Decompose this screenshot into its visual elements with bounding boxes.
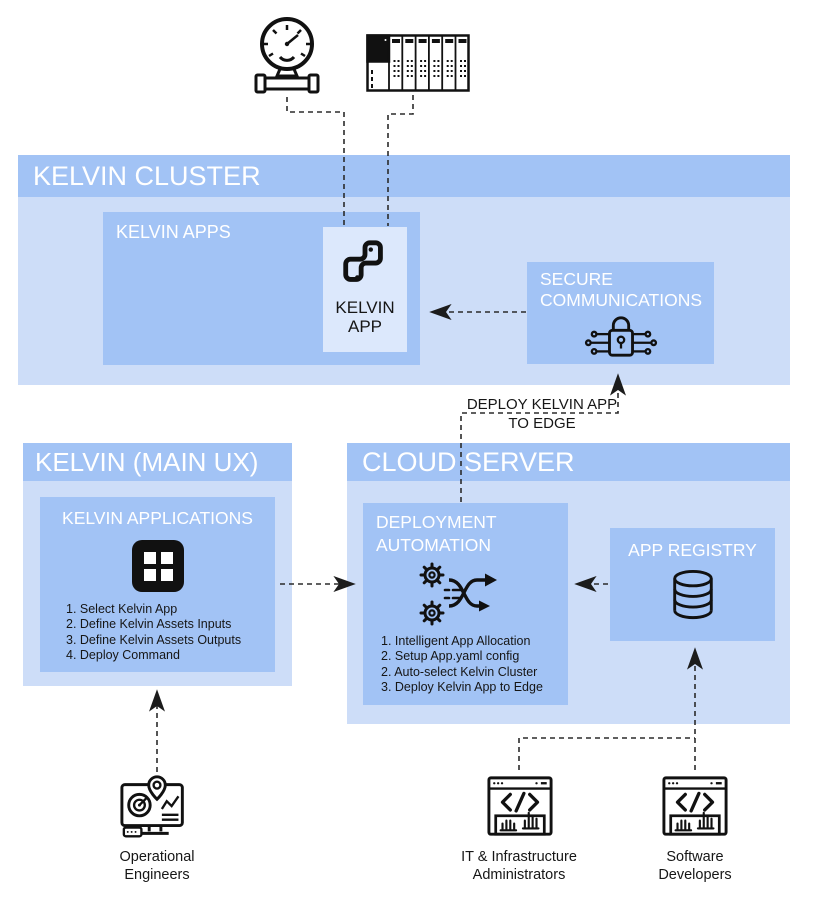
monitoring-dashboard-icon [120, 775, 184, 838]
connector-it-admins-to-app-registry [518, 737, 695, 770]
it-admins-label-line2: Administrators [472, 866, 566, 883]
app-registry-title: APP REGISTRY [628, 540, 757, 560]
cloud-server-header: CLOUD SERVER [347, 443, 790, 481]
deployment-automation-step: 2. Setup App.yaml config [381, 649, 520, 664]
secure-communications-box: SECURE COMMUNICATIONS [527, 262, 714, 364]
kelvin-cluster-title: KELVIN CLUSTER [33, 160, 261, 191]
deployment-automation-title-line2: AUTOMATION [376, 535, 492, 555]
apps-grid-icon [131, 540, 184, 592]
operational-engineers-label-line2: Engineers [124, 866, 190, 883]
kelvin-applications-step: 3. Define Kelvin Assets Outputs [66, 632, 242, 647]
kelvin-applications-title: KELVIN APPLICATIONS [62, 508, 253, 528]
kelvin-app-label-line2: APP [347, 317, 383, 336]
kelvin-applications-step: 2. Define Kelvin Assets Inputs [66, 617, 232, 632]
software-developers-label-line1: Software [666, 849, 724, 865]
secure-communications-title-line1: SECURE [540, 269, 613, 289]
deploy-to-edge-label-line2: TO EDGE [508, 415, 576, 432]
plc-controller-icon [366, 34, 470, 92]
deploy-to-edge-label-line1: DEPLOY KELVIN APP [466, 396, 618, 413]
kelvin-main-ux-header: KELVIN (MAIN UX) [23, 443, 292, 481]
code-window-hands-icon [487, 776, 553, 836]
deployment-automation-title-line1: DEPLOYMENT [376, 512, 497, 532]
kelvin-main-ux-title: KELVIN (MAIN UX) [35, 446, 259, 477]
python-app-icon [343, 240, 383, 282]
kelvin-cluster-header: KELVIN CLUSTER [18, 155, 790, 197]
kelvin-applications-box: KELVIN APPLICATIONS 1. Select Kelvin App… [40, 497, 275, 672]
deployment-automation-step: 2. Auto-select Kelvin Cluster [381, 664, 538, 679]
deployment-automation-box: DEPLOYMENT AUTOMATION [363, 503, 568, 705]
deployment-automation-step: 1. Intelligent App Allocation [381, 634, 531, 648]
database-icon [672, 569, 713, 620]
cloud-server-title: CLOUD SERVER [362, 446, 575, 477]
operational-engineers-label-line1: Operational [119, 849, 195, 865]
it-admins-label-line1: IT & Infrastructure [461, 849, 577, 865]
kelvin-applications-step: 4. Deploy Command [66, 648, 180, 663]
kelvin-main-ux-box: KELVIN (MAIN UX) KELVIN APPLICATIONS 1. … [23, 443, 292, 686]
pressure-gauge-valve-icon [254, 17, 320, 94]
kelvin-app-box: KELVIN APP [323, 227, 407, 352]
code-window-hands-icon [662, 776, 728, 836]
secure-lock-icon [584, 316, 657, 357]
kelvin-app-label-line1: KELVIN [335, 298, 395, 317]
kelvin-apps-title: KELVIN APPS [116, 222, 231, 242]
secure-communications-title-line2: COMMUNICATIONS [540, 290, 703, 310]
deployment-automation-step: 3. Deploy Kelvin App to Edge [381, 680, 543, 695]
cloud-server-box: CLOUD SERVER DEPLOYMENT AUTOMATION [347, 443, 790, 724]
app-registry-box: APP REGISTRY [610, 528, 775, 641]
automation-gears-icon [419, 562, 497, 626]
software-developers-label-line2: Developers [658, 866, 732, 883]
kelvin-cluster-box: KELVIN CLUSTER KELVIN APPS KELVIN APP SE… [18, 155, 790, 385]
kelvin-applications-step: 1. Select Kelvin App [66, 602, 178, 616]
